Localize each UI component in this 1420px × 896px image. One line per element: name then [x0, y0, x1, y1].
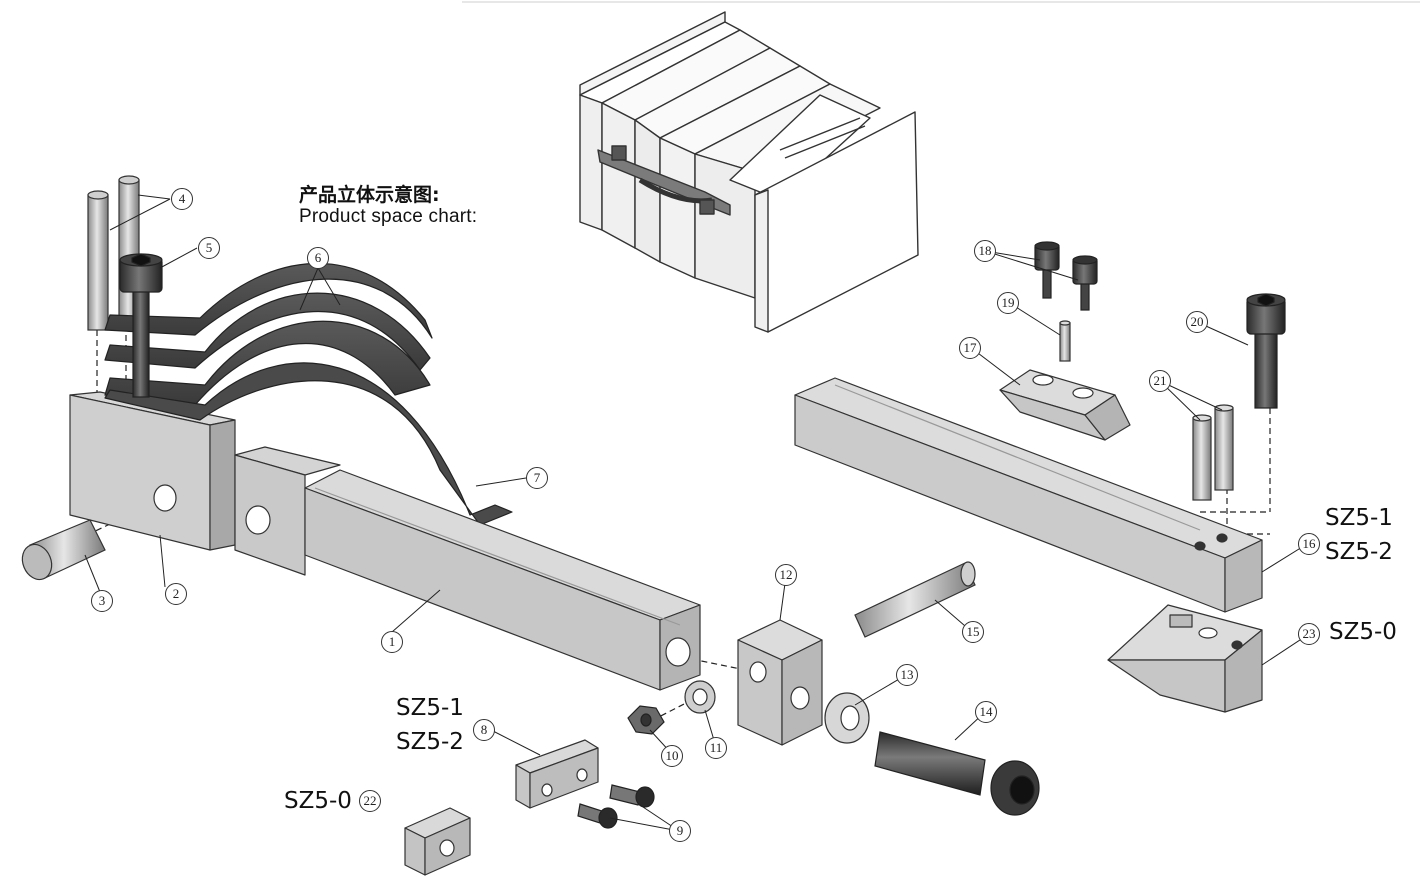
part-1-bar [234, 446, 701, 691]
diagram-title-chinese: 产品立体示意图: [299, 184, 440, 206]
part-5-bolt [119, 253, 163, 398]
callout-5: 5 [198, 237, 220, 259]
callout-23: 23 [1298, 623, 1320, 645]
callout-8: 8 [473, 719, 495, 741]
part-14-bolt [874, 731, 1040, 816]
model-label-sz5-1-left: SZ5-1 [396, 695, 464, 721]
callout-7: 7 [526, 467, 548, 489]
callout-3: 3 [91, 590, 113, 612]
model-label-sz5-2-right: SZ5-2 [1325, 539, 1393, 565]
part-19-pin [1059, 320, 1071, 362]
part-8-block [515, 739, 599, 809]
callout-18: 18 [974, 240, 996, 262]
callout-9: 9 [669, 820, 691, 842]
part-23-block [1107, 604, 1263, 713]
part-20-bolt [1246, 293, 1286, 409]
callout-14: 14 [975, 701, 997, 723]
part-10-nut [627, 705, 665, 735]
part-15-stud [854, 561, 976, 638]
callout-11: 11 [705, 737, 727, 759]
callout-4: 4 [171, 188, 193, 210]
callout-22: 22 [359, 790, 381, 812]
model-label-sz5-2-left: SZ5-2 [396, 729, 464, 755]
part-12-block [737, 619, 823, 746]
callout-21: 21 [1149, 370, 1171, 392]
callout-17: 17 [959, 337, 981, 359]
callout-15: 15 [962, 621, 984, 643]
part-16-bar [794, 377, 1263, 613]
model-label-sz5-0-left: SZ5-0 [284, 788, 352, 814]
part-6-straps [104, 262, 433, 406]
part-2-block [69, 391, 236, 551]
mold-overview-illustration [579, 11, 919, 333]
part-9-screws [577, 784, 655, 829]
part-21-pins [1192, 404, 1234, 501]
part-11-washer [684, 680, 716, 714]
part-13-washer [824, 692, 870, 744]
diagram-title-english: Product space chart: [299, 206, 478, 227]
part-4-pins [87, 175, 140, 331]
callout-12: 12 [775, 564, 797, 586]
part-3-pin [21, 519, 106, 581]
callout-1: 1 [381, 631, 403, 653]
callout-6: 6 [307, 247, 329, 269]
callout-16: 16 [1298, 533, 1320, 555]
model-label-sz5-1-right: SZ5-1 [1325, 505, 1393, 531]
callout-2: 2 [165, 583, 187, 605]
model-label-sz5-0-right: SZ5-0 [1329, 619, 1397, 645]
part-17-block [999, 369, 1131, 441]
callout-10: 10 [661, 745, 683, 767]
callout-13: 13 [896, 664, 918, 686]
part-22-block [404, 807, 471, 876]
callout-20: 20 [1186, 311, 1208, 333]
callout-19: 19 [997, 292, 1019, 314]
part-7-strap [104, 362, 513, 526]
